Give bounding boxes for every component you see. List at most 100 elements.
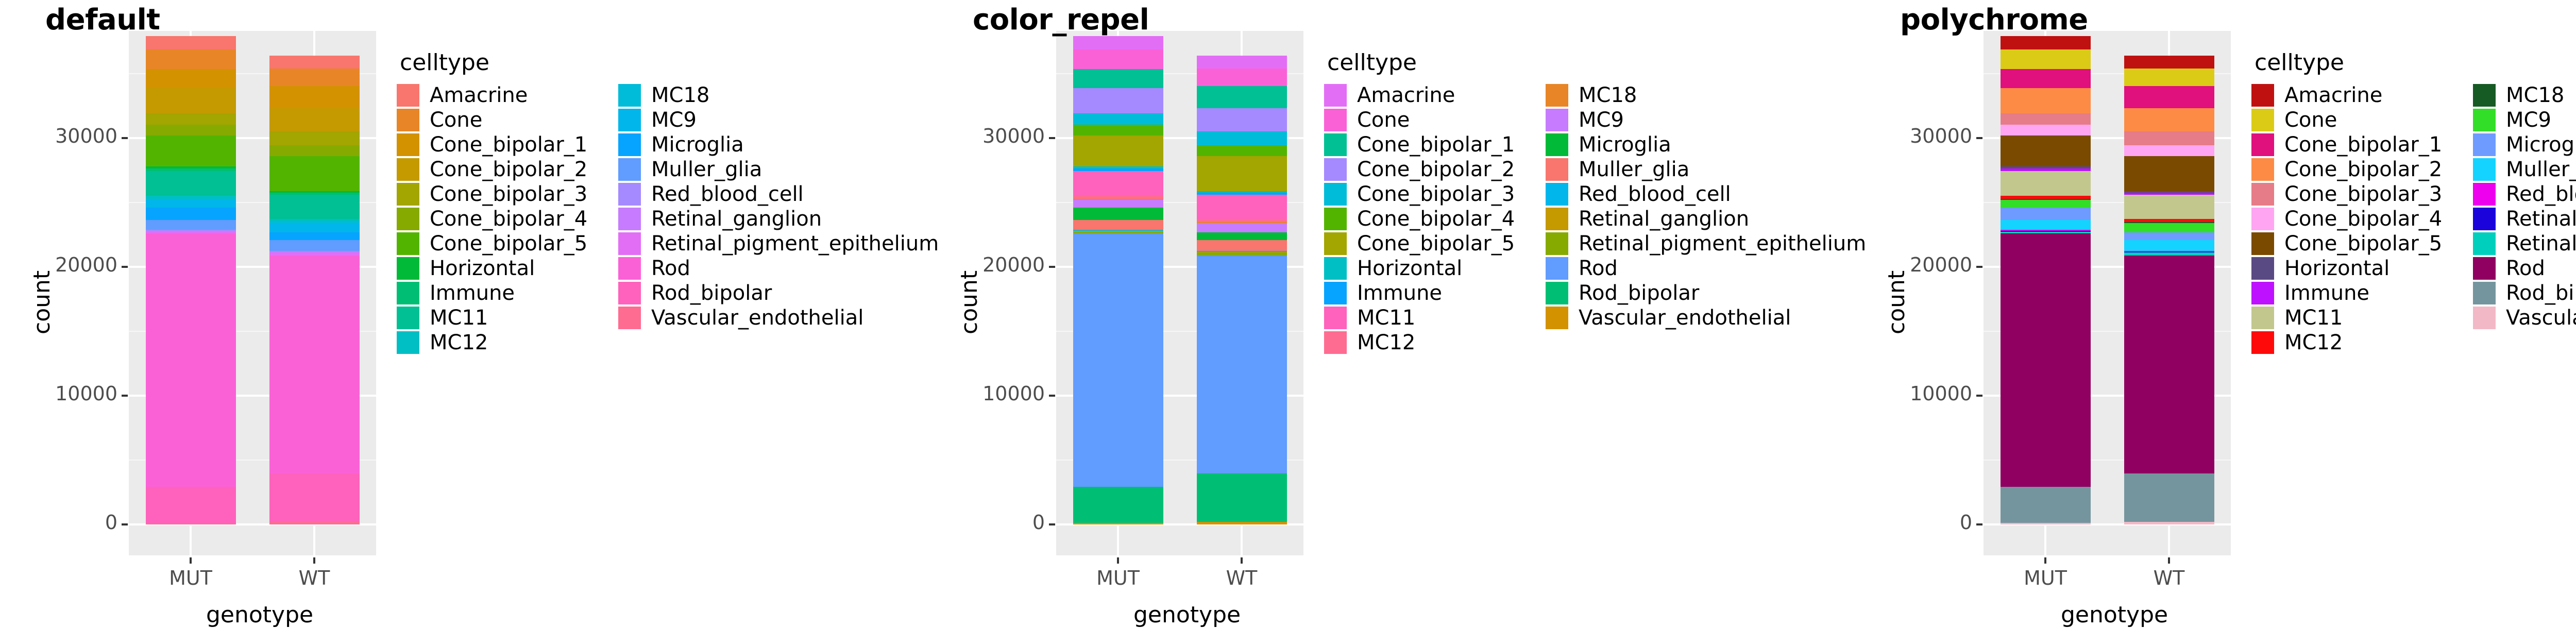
bar-segment-Muller_glia[interactable] [1196, 240, 1287, 251]
bar-segment-Muller_glia[interactable] [1073, 220, 1163, 230]
legend-item-Amacrine[interactable]: Amacrine [397, 83, 618, 108]
bar-segment-Immune[interactable] [1073, 168, 1163, 171]
legend-item-Immune[interactable]: Immune [2251, 281, 2473, 305]
bar-segment-Vascular_endothelial[interactable] [2124, 522, 2214, 524]
bar-segment-Cone_bipolar_2[interactable] [145, 88, 236, 113]
legend-item-MC11[interactable]: MC11 [1324, 305, 1546, 330]
bar-WT[interactable] [2124, 56, 2214, 524]
bar-segment-MC9[interactable] [2124, 223, 2214, 232]
bar-segment-MC18[interactable] [2124, 222, 2214, 223]
bar-segment-Red_blood_cell[interactable] [1073, 230, 1163, 231]
legend-item-Vascular_endothelial[interactable]: Vascular_endothelial [2473, 305, 2576, 330]
bar-segment-Cone_bipolar_1[interactable] [269, 86, 360, 108]
legend-item-Rod[interactable]: Rod [618, 256, 907, 281]
legend-item-Amacrine[interactable]: Amacrine [1324, 83, 1546, 108]
bar-segment-Cone_bipolar_3[interactable] [1196, 131, 1287, 145]
legend-item-Muller_glia[interactable]: Muller_glia [1546, 157, 1834, 182]
legend-item-MC9[interactable]: MC9 [618, 108, 907, 132]
legend-item-Amacrine[interactable]: Amacrine [2251, 83, 2473, 108]
bar-segment-Rod[interactable] [145, 233, 236, 487]
bar-segment-Cone[interactable] [1196, 69, 1287, 86]
legend-item-Cone_bipolar_2[interactable]: Cone_bipolar_2 [2251, 157, 2473, 182]
bar-segment-Rod[interactable] [269, 256, 360, 473]
bar-segment-MC9[interactable] [2000, 200, 2091, 208]
legend-item-MC12[interactable]: MC12 [2251, 330, 2473, 355]
bar-segment-MC12[interactable] [145, 196, 236, 199]
bar-segment-Amacrine[interactable] [2124, 56, 2214, 69]
bar-segment-Immune[interactable] [269, 193, 360, 195]
bar-segment-Cone_bipolar_2[interactable] [2000, 88, 2091, 113]
bar-segment-Cone_bipolar_4[interactable] [269, 145, 360, 156]
legend-item-Cone[interactable]: Cone [1324, 108, 1546, 132]
bar-segment-Rod_bipolar[interactable] [145, 487, 236, 523]
bar-segment-MC9[interactable] [1073, 200, 1163, 208]
bar-segment-Cone_bipolar_4[interactable] [2000, 125, 2091, 135]
bar-segment-Cone_bipolar_2[interactable] [1196, 108, 1287, 131]
legend-item-Cone_bipolar_2[interactable]: Cone_bipolar_2 [397, 157, 618, 182]
legend-item-Retinal_ganglion[interactable]: Retinal_ganglion [1546, 207, 1834, 231]
legend-item-Vascular_endothelial[interactable]: Vascular_endothelial [1546, 305, 1834, 330]
bar-segment-MC18[interactable] [2000, 199, 2091, 200]
bar-segment-Cone_bipolar_3[interactable] [2124, 131, 2214, 145]
bar-segment-Cone_bipolar_2[interactable] [269, 108, 360, 131]
legend-item-Retinal_pigment_epithelium[interactable]: Retinal_pigment_epithelium [618, 231, 939, 256]
bar-segment-Retinal_pigment_epithelium[interactable] [1196, 252, 1287, 256]
bar-segment-Vascular_endothelial[interactable] [145, 523, 236, 524]
bar-segment-MC18[interactable] [145, 199, 236, 200]
bar-segment-Muller_glia[interactable] [269, 240, 360, 251]
bar-segment-Immune[interactable] [2000, 168, 2091, 171]
bar-segment-Cone_bipolar_4[interactable] [145, 125, 236, 135]
legend-item-Rod_bipolar[interactable]: Rod_bipolar [618, 281, 907, 305]
legend-item-MC9[interactable]: MC9 [1546, 108, 1834, 132]
bar-segment-Muller_glia[interactable] [2124, 240, 2214, 251]
bar-segment-Cone_bipolar_2[interactable] [2124, 108, 2214, 131]
bar-MUT[interactable] [2000, 36, 2091, 524]
bar-segment-Rod_bipolar[interactable] [2000, 487, 2091, 523]
legend-item-MC12[interactable]: MC12 [1324, 330, 1546, 355]
bar-segment-MC12[interactable] [269, 219, 360, 222]
legend-item-Horizontal[interactable]: Horizontal [2251, 256, 2473, 281]
bar-WT[interactable] [269, 56, 360, 524]
bar-segment-Vascular_endothelial[interactable] [1196, 522, 1287, 524]
legend-item-Rod[interactable]: Rod [1546, 256, 1834, 281]
legend-item-Horizontal[interactable]: Horizontal [1324, 256, 1546, 281]
bar-segment-MC18[interactable] [1073, 199, 1163, 200]
bar-segment-Microglia[interactable] [1073, 208, 1163, 220]
bar-segment-Horizontal[interactable] [269, 191, 360, 193]
bar-segment-Cone_bipolar_3[interactable] [269, 131, 360, 145]
bar-MUT[interactable] [145, 36, 236, 524]
bar-segment-MC11[interactable] [1073, 171, 1163, 196]
bar-segment-Amacrine[interactable] [145, 36, 236, 49]
bar-segment-Red_blood_cell[interactable] [2124, 251, 2214, 252]
bar-segment-Cone_bipolar_3[interactable] [2000, 113, 2091, 125]
legend-item-MC18[interactable]: MC18 [2473, 83, 2576, 108]
bar-segment-Cone_bipolar_1[interactable] [145, 69, 236, 88]
bar-segment-Immune[interactable] [145, 168, 236, 171]
bar-segment-MC18[interactable] [1196, 222, 1287, 223]
bar-segment-Cone_bipolar_2[interactable] [1073, 88, 1163, 113]
bar-segment-MC11[interactable] [1196, 195, 1287, 219]
bar-segment-Red_blood_cell[interactable] [145, 230, 236, 231]
bar-segment-Cone[interactable] [269, 69, 360, 86]
bar-segment-Red_blood_cell[interactable] [1196, 251, 1287, 252]
legend-item-Cone_bipolar_3[interactable]: Cone_bipolar_3 [1324, 182, 1546, 207]
legend-item-Retinal_pigment_epithelium[interactable]: Retinal_pigment_epithelium [1546, 231, 1866, 256]
legend-item-Immune[interactable]: Immune [397, 281, 618, 305]
bar-segment-Cone_bipolar_3[interactable] [145, 113, 236, 125]
bar-segment-Red_blood_cell[interactable] [269, 251, 360, 252]
legend-item-Cone_bipolar_1[interactable]: Cone_bipolar_1 [2251, 132, 2473, 157]
legend-item-Cone_bipolar_1[interactable]: Cone_bipolar_1 [397, 132, 618, 157]
bar-segment-Rod_bipolar[interactable] [269, 473, 360, 522]
bar-segment-Cone[interactable] [1073, 49, 1163, 69]
bar-segment-Horizontal[interactable] [1073, 166, 1163, 168]
legend-item-Retinal_ganglion[interactable]: Retinal_ganglion [618, 207, 907, 231]
bar-segment-Horizontal[interactable] [1196, 191, 1287, 193]
bar-segment-Rod[interactable] [2000, 233, 2091, 487]
legend-item-Cone_bipolar_3[interactable]: Cone_bipolar_3 [2251, 182, 2473, 207]
legend-item-MC11[interactable]: MC11 [397, 305, 618, 330]
bar-segment-Vascular_endothelial[interactable] [1073, 523, 1163, 524]
bar-segment-Cone_bipolar_5[interactable] [269, 156, 360, 191]
bar-segment-Vascular_endothelial[interactable] [269, 522, 360, 524]
legend-item-Microglia[interactable]: Microglia [1546, 132, 1834, 157]
bar-segment-MC11[interactable] [145, 171, 236, 196]
